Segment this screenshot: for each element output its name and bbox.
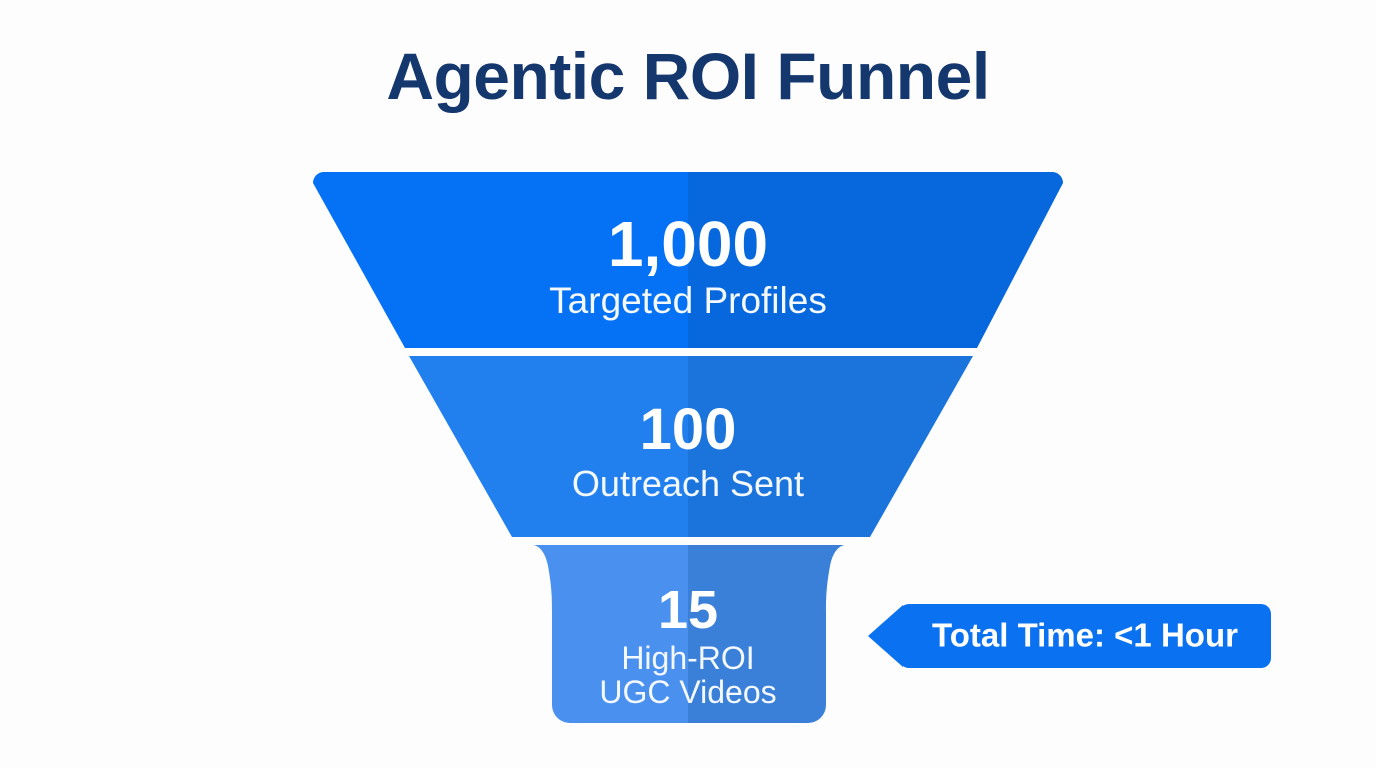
- funnel-stage-1[interactable]: 1,000 Targeted Profiles: [300, 165, 1078, 360]
- funnel-stage-3-label-line2: UGC Videos: [599, 674, 776, 710]
- funnel-stage-3-fill-right: [688, 545, 845, 723]
- funnel-stage-1-label: Targeted Profiles: [549, 280, 827, 321]
- funnel-stage-1-value: 1,000: [608, 208, 768, 280]
- callout-left-arrow-icon: [868, 605, 903, 667]
- callout-label: Total Time: <1 Hour: [932, 617, 1238, 654]
- callout-body: [899, 604, 1271, 668]
- funnel-stage-2-label: Outreach Sent: [572, 463, 804, 504]
- funnel-stage-3-label-line1: High-ROI: [621, 640, 754, 676]
- funnel-stage-2-value: 100: [640, 397, 737, 462]
- funnel-stage-3-value: 15: [658, 580, 718, 640]
- funnel-stage-3[interactable]: 15 High-ROI UGC Videos: [525, 540, 853, 730]
- funnel-stage-2[interactable]: 100 Outreach Sent: [400, 350, 978, 545]
- funnel-stage-3-fill-left: [533, 545, 688, 723]
- total-time-callout[interactable]: Total Time: <1 Hour: [868, 604, 1271, 668]
- page-title: Agentic ROI Funnel: [386, 39, 990, 113]
